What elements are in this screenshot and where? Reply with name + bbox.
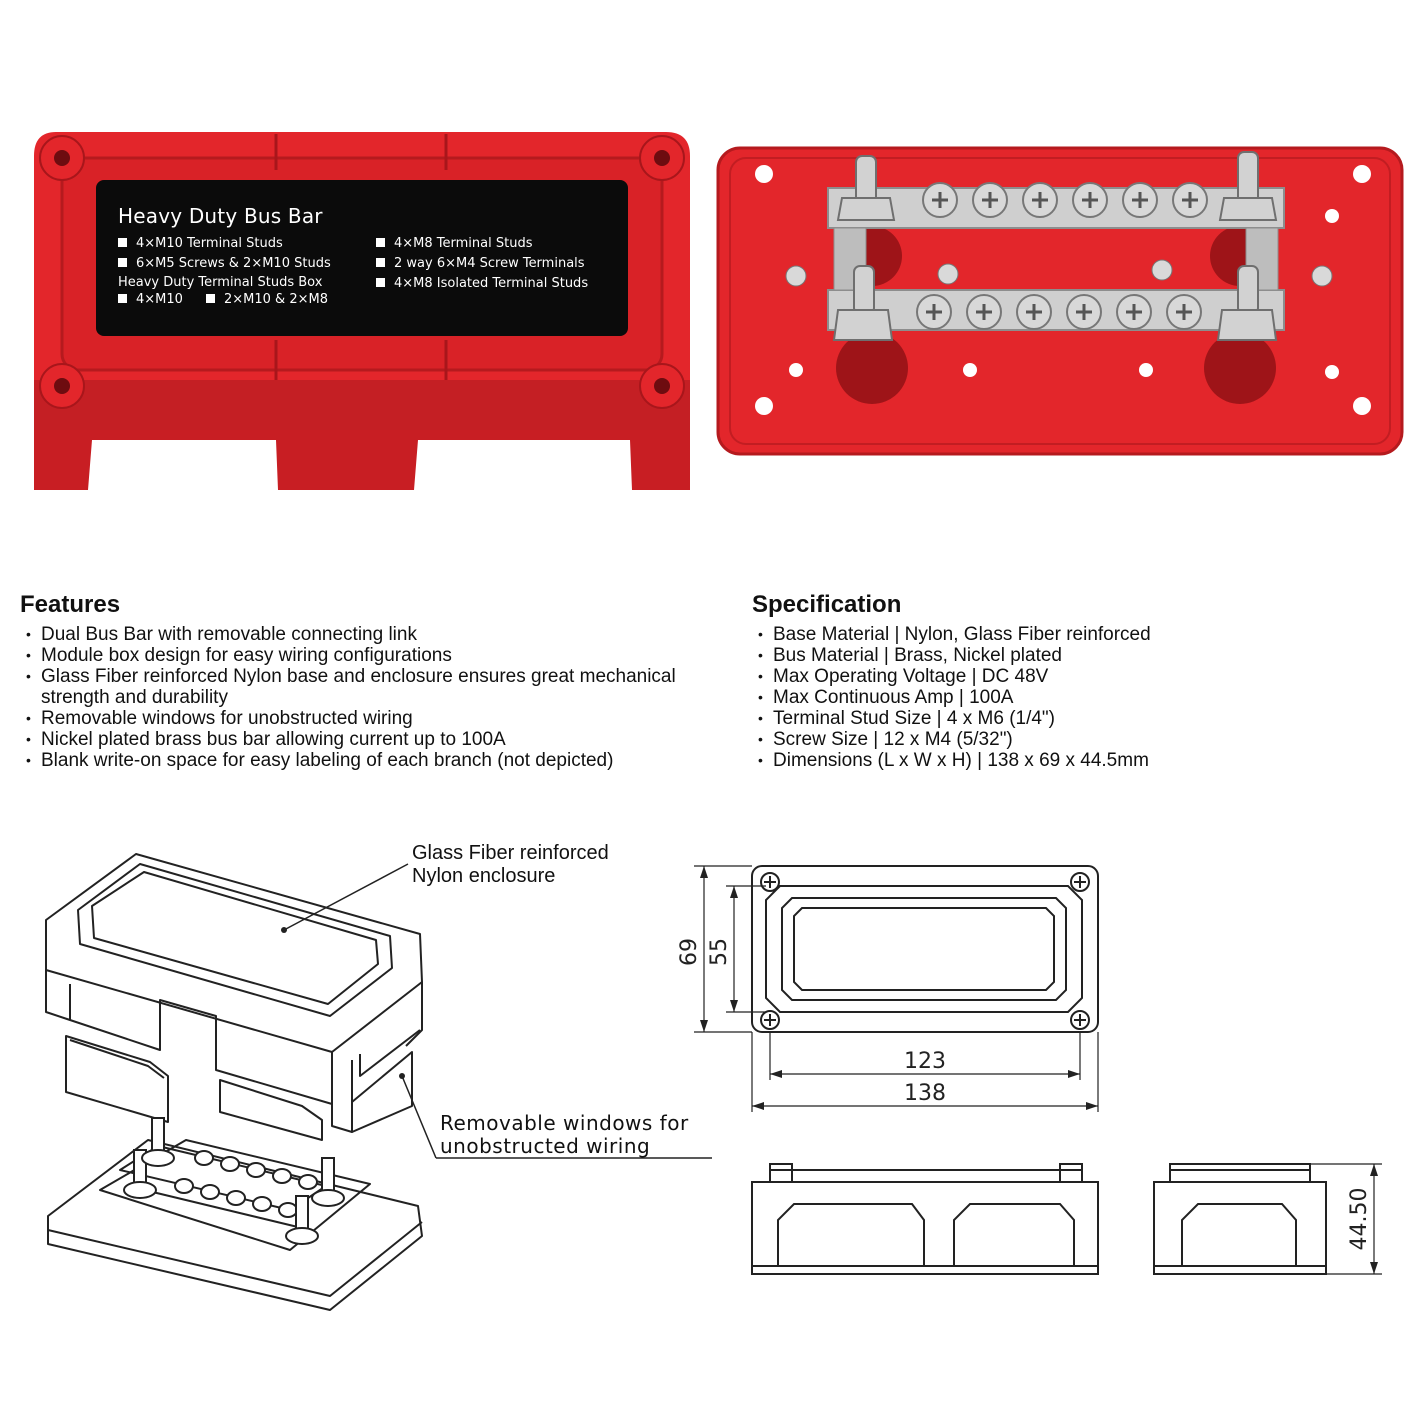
list-item: Terminal Stud Size | 4 x M6 (1/4") bbox=[752, 708, 1392, 729]
checkbox-square-icon bbox=[118, 258, 127, 267]
windows-callout: Removable windows for unobstructed wirin… bbox=[440, 1111, 689, 1158]
end-view-drawing: 44.50 bbox=[1150, 1156, 1390, 1286]
list-item: Glass Fiber reinforced Nylon base and en… bbox=[20, 666, 740, 708]
dimension-inner-length: 123 bbox=[904, 1049, 946, 1074]
list-item: Dual Bus Bar with removable connecting l… bbox=[20, 624, 740, 645]
features-heading: Features bbox=[20, 591, 121, 618]
product-label: Heavy Duty Bus Bar 4×M10 Terminal Studs … bbox=[96, 180, 628, 336]
side-view-svg bbox=[751, 1163, 1099, 1275]
checkbox-square-icon bbox=[376, 238, 385, 247]
label-item: 6×M5 Screws & 2×M10 Studs bbox=[118, 256, 331, 271]
checkbox-square-icon bbox=[206, 294, 215, 303]
end-view-svg: 44.50 bbox=[1153, 1163, 1382, 1275]
features-list: Dual Bus Bar with removable connecting l… bbox=[20, 624, 740, 771]
checkbox-square-icon bbox=[376, 278, 385, 287]
label-item: 2×M10 & 2×M8 bbox=[206, 292, 328, 307]
label-title: Heavy Duty Bus Bar bbox=[118, 204, 323, 228]
list-item: Bus Material | Brass, Nickel plated bbox=[752, 645, 1392, 666]
checkbox-square-icon bbox=[118, 238, 127, 247]
side-view-drawing bbox=[748, 1156, 1108, 1286]
exploded-line-drawing: Glass Fiber reinforced Nylon enclosure R… bbox=[40, 840, 730, 1320]
features-section: Features Dual Bus Bar with removable con… bbox=[20, 590, 740, 771]
specification-list: Base Material | Nylon, Glass Fiber reinf… bbox=[752, 624, 1392, 771]
list-item: Max Continuous Amp | 100A bbox=[752, 687, 1392, 708]
bus-bar-cover-photo: Heavy Duty Bus Bar 4×M10 Terminal Studs … bbox=[26, 130, 698, 498]
specification-heading: Specification bbox=[752, 591, 902, 618]
list-item: Max Operating Voltage | DC 48V bbox=[752, 666, 1392, 687]
dimension-outer-height: 69 bbox=[677, 938, 702, 966]
label-item: 4×M10 bbox=[118, 292, 183, 307]
label-box-heading: Heavy Duty Terminal Studs Box bbox=[118, 275, 323, 290]
label-item: 4×M10 Terminal Studs bbox=[118, 236, 283, 251]
list-item: Screw Size | 12 x M4 (5/32") bbox=[752, 729, 1392, 750]
list-item: Base Material | Nylon, Glass Fiber reinf… bbox=[752, 624, 1392, 645]
dimension-total-height: 44.50 bbox=[1347, 1188, 1372, 1251]
base-illustration bbox=[716, 146, 1404, 456]
list-item: Blank write-on space for easy labeling o… bbox=[20, 750, 740, 771]
dimension-inner-height: 55 bbox=[707, 938, 732, 966]
dimension-outer-length: 138 bbox=[904, 1081, 946, 1106]
top-view-svg: 69 55 123 138 bbox=[677, 865, 1099, 1112]
checkbox-square-icon bbox=[118, 294, 127, 303]
top-view-dimension-drawing: 69 55 123 138 bbox=[670, 848, 1130, 1118]
label-item: 4×M8 Isolated Terminal Studs bbox=[376, 276, 588, 291]
label-item: 2 way 6×M4 Screw Terminals bbox=[376, 256, 585, 271]
checkbox-square-icon bbox=[376, 258, 385, 267]
enclosure-callout: Glass Fiber reinforced Nylon enclosure bbox=[412, 842, 609, 887]
bus-bar-base-photo bbox=[716, 144, 1406, 460]
exploded-drawing-svg bbox=[45, 853, 712, 1311]
specification-section: Specification Base Material | Nylon, Gla… bbox=[752, 590, 1392, 771]
list-item: Removable windows for unobstructed wirin… bbox=[20, 708, 740, 729]
list-item: Dimensions (L x W x H) | 138 x 69 x 44.5… bbox=[752, 750, 1392, 771]
label-item: 4×M8 Terminal Studs bbox=[376, 236, 532, 251]
list-item: Nickel plated brass bus bar allowing cur… bbox=[20, 729, 740, 750]
list-item: Module box design for easy wiring config… bbox=[20, 645, 740, 666]
